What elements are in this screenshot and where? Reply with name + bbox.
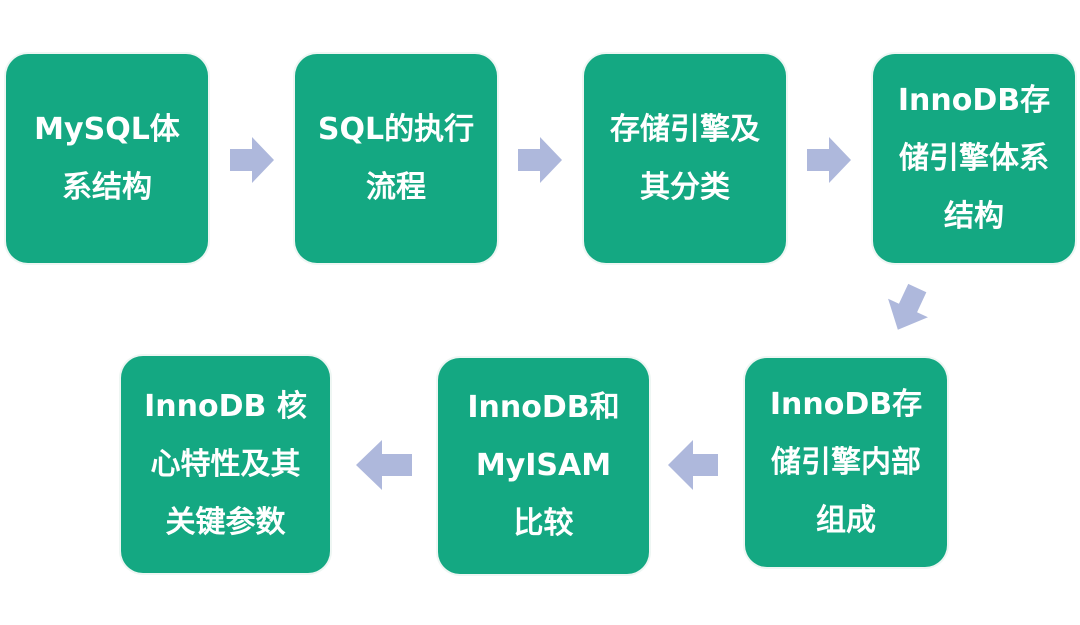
step-5-line-3: 组成	[815, 502, 876, 538]
step-6-innodb-vs-myisam: InnoDB和 MyISAM 比较	[438, 358, 649, 574]
step-2-line-2: 流程	[365, 169, 426, 205]
arrow-right-icon	[230, 137, 274, 183]
step-7-line-2: 心特性及其	[150, 446, 301, 482]
step-7-line-3: 关键参数	[165, 504, 286, 540]
step-6-line-1: InnoDB和	[467, 390, 620, 425]
step-1-line-1: MySQL体	[34, 111, 180, 147]
step-3-line-2: 其分类	[640, 169, 730, 205]
arrow-right-icon	[518, 137, 562, 183]
step-6-line-3: 比较	[513, 506, 574, 541]
step-5-line-1: InnoDB存	[769, 386, 923, 422]
step-4-line-1: InnoDB存	[897, 82, 1051, 118]
arrow-down-left-icon	[880, 280, 936, 336]
step-7-line-1: InnoDB 核	[144, 388, 307, 424]
step-3-storage-engine-types: 存储引擎及 其分类	[584, 54, 786, 263]
step-2-sql-execution-flow: SQL的执行 流程	[295, 54, 497, 263]
step-2-line-1: SQL的执行	[317, 111, 475, 147]
step-7-innodb-core-features: InnoDB 核 心特性及其 关键参数	[121, 356, 330, 573]
step-3-line-1: 存储引擎及	[610, 111, 760, 147]
step-4-innodb-architecture: InnoDB存 储引擎体系 结构	[873, 54, 1075, 263]
step-5-innodb-internals: InnoDB存 储引擎内部 组成	[745, 358, 947, 567]
step-4-line-2: 储引擎体系	[898, 140, 1049, 176]
step-6-line-2: MyISAM	[475, 448, 612, 483]
arrow-left-icon	[668, 440, 718, 490]
step-1-line-2: 系结构	[61, 169, 152, 205]
step-5-line-2: 储引擎内部	[770, 444, 921, 480]
step-4-line-3: 结构	[943, 198, 1004, 234]
arrow-left-icon	[356, 440, 412, 490]
step-1-mysql-architecture: MySQL体 系结构	[6, 54, 208, 263]
arrow-right-icon	[807, 137, 851, 183]
